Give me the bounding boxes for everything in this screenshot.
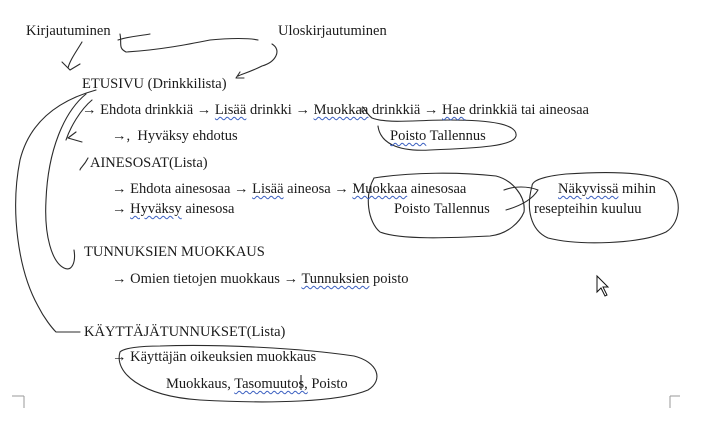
arrow-icon: → bbox=[112, 271, 127, 287]
login-logout-arc bbox=[117, 33, 259, 53]
bubble-aineosat-outline bbox=[367, 172, 525, 239]
aineosat-note-line-1: Näkyvissä mihin bbox=[558, 182, 656, 197]
arrow-icon: → bbox=[112, 349, 127, 365]
aineosat-row1-lisaa-rest: aineosa bbox=[287, 181, 331, 197]
aineosat-row-1: → Ehdota ainesosaa → Lisää aineosa → Muo… bbox=[112, 182, 466, 197]
crop-mark-right bbox=[669, 395, 680, 408]
aineosat-note-nakyvissa: Näkyvissä bbox=[558, 181, 619, 197]
etusivu-row-2: →, Hyväksy ehdotus bbox=[112, 129, 238, 144]
bubble-etusivu-outline bbox=[361, 106, 517, 151]
aineosat-bubble-text: Poisto Tallennus bbox=[394, 202, 490, 217]
aineosat-row1-muokkaa-rest: ainesosaa bbox=[410, 181, 467, 197]
bubble-connector bbox=[503, 186, 539, 211]
aineosat-heading: AINESOSAT(Lista) bbox=[90, 155, 208, 171]
kayttajat-row1-oikeudet: Käyttäjän oikeuksien muokkaus bbox=[130, 349, 317, 365]
etusivu-row1-lisaa-rest: drinkki bbox=[249, 102, 292, 118]
etusivu-bubble-text: Poisto Tallennus bbox=[390, 129, 486, 144]
aineosat-bubble-tallennus: Tallennus bbox=[433, 201, 490, 217]
etusivu-row1-ehdota: Ehdota drinkkiä bbox=[100, 102, 194, 118]
crop-mark-left bbox=[12, 395, 25, 408]
login-label: Kirjautuminen bbox=[26, 23, 111, 39]
kayttajat-row2-tasomuutos: Tasomuutos, bbox=[234, 376, 308, 392]
left-bracket-outer bbox=[15, 89, 97, 333]
arrow-icon: → bbox=[423, 102, 439, 118]
etusivu-row-1: → Ehdota drinkkiä → Lisää drinkki → Muok… bbox=[82, 103, 589, 118]
arrow-icon: → bbox=[112, 201, 127, 217]
mouse-cursor-icon bbox=[596, 274, 610, 297]
arrow-icon: → bbox=[283, 271, 299, 287]
tunnukset-row1-omien: Omien tietojen muokkaus bbox=[130, 271, 280, 287]
arrow-icon: → bbox=[234, 181, 249, 197]
etusivu-bubble-tallennus: Tallennus bbox=[429, 128, 486, 144]
kayttajat-row2-poisto: Poisto bbox=[311, 376, 348, 392]
kayttajat-heading: KÄYTTÄJÄTUNNUKSET(Lista) bbox=[84, 324, 286, 340]
kayttajat-row-2: Muokkaus, Tasomuutos, Poisto bbox=[166, 377, 348, 392]
etusivu-row1-muokkaa-rest: drinkkiä bbox=[371, 102, 421, 118]
logout-return-arc bbox=[235, 43, 278, 79]
kayttajat-row2-muokkaus: Muokkaus, bbox=[166, 376, 231, 392]
aineosat-bubble-poisto: Poisto bbox=[394, 201, 431, 217]
left-bracket-inner bbox=[65, 99, 93, 143]
arrow-icon: → bbox=[196, 102, 212, 118]
aineosat-row2-hyvaksy: Hyväksy bbox=[130, 201, 182, 217]
aineosat-row-2: → Hyväksy ainesosa bbox=[112, 202, 234, 217]
arrow-icon: → bbox=[112, 181, 127, 197]
bubble-kayttajat-outline bbox=[118, 344, 378, 403]
etusivu-row1-hae-rest: drinkkiä tai aineosaa bbox=[469, 102, 589, 118]
logout-label: Uloskirjautuminen bbox=[278, 23, 387, 39]
tunnukset-heading: TUNNUKSIEN MUOKKAUS bbox=[84, 244, 265, 260]
etusivu-row2-hyvaksy: Hyväksy ehdotus bbox=[137, 128, 238, 144]
aineosat-row1-muokkaa: Muokkaa bbox=[352, 181, 408, 197]
aineosat-row2-rest: ainesosa bbox=[185, 201, 235, 217]
etusivu-bubble-poisto: Poisto bbox=[390, 128, 427, 144]
etusivu-heading: ETUSIVU (Drinkkilista) bbox=[82, 76, 227, 92]
tunnukset-row1-tunnuksien: Tunnuksien bbox=[301, 271, 370, 287]
kayttajat-row-1: → Käyttäjän oikeuksien muokkaus bbox=[112, 350, 316, 365]
aineosat-note-mihin: mihin bbox=[622, 181, 656, 197]
aineosat-row1-ehdota: Ehdota ainesosaa bbox=[130, 181, 231, 197]
arrow-icon: → bbox=[82, 102, 97, 118]
left-bracket-mid bbox=[45, 93, 87, 270]
aineosat-hook bbox=[79, 157, 89, 171]
login-down-stroke bbox=[61, 41, 83, 71]
arrow-icon: → bbox=[334, 181, 349, 197]
etusivu-row1-hae: Hae bbox=[442, 102, 466, 118]
etusivu-row1-lisaa: Lisää bbox=[214, 102, 247, 118]
arrow-icon: → bbox=[295, 102, 310, 118]
arrow-icon: →, bbox=[112, 128, 131, 144]
aineosat-note-line-2: resepteihin kuuluu bbox=[534, 201, 642, 217]
tunnukset-row1-poisto: poisto bbox=[373, 271, 409, 287]
bubble-note-outline bbox=[528, 171, 679, 244]
etusivu-row1-muokkaa: Muokkaa bbox=[313, 102, 369, 118]
tunnukset-row-1: → Omien tietojen muokkaus → Tunnuksien p… bbox=[112, 272, 408, 287]
aineosat-row1-lisaa: Lisää bbox=[252, 181, 284, 197]
